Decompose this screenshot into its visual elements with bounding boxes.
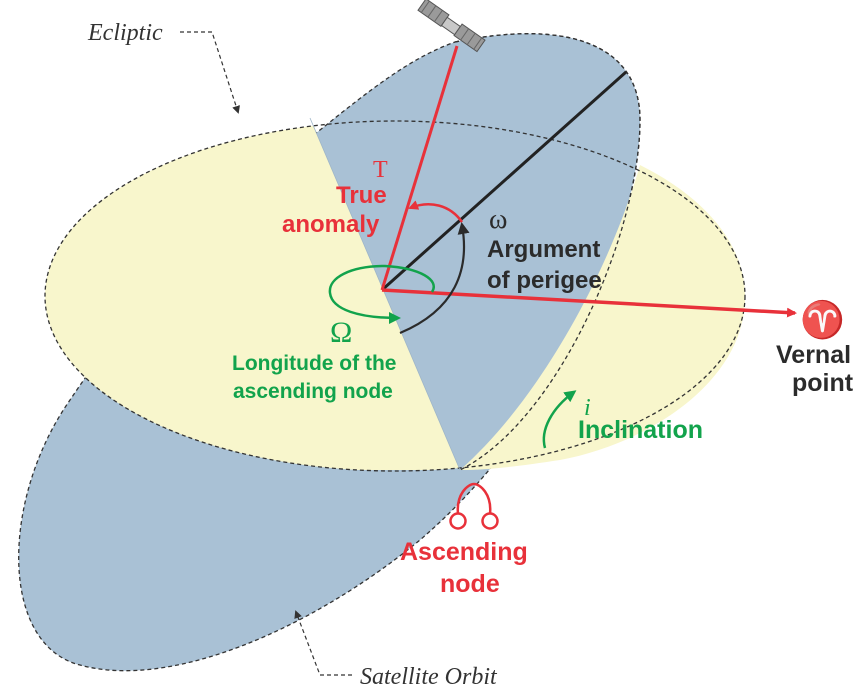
satellite-radius-vector — [380, 45, 459, 291]
true-anomaly-symbol: T — [373, 157, 388, 183]
argument-of-perigee-symbol: ω — [489, 204, 507, 235]
argument-of-perigee-label-line2: of perigee — [487, 267, 602, 294]
argument-of-perigee-label-line1: Argument — [487, 236, 600, 263]
ecliptic-outline — [44, 120, 746, 472]
satellite-orbit-label: Satellite Orbit — [360, 664, 498, 685]
ecliptic-label: Ecliptic — [87, 20, 163, 46]
true-anomaly-arc — [408, 200, 464, 223]
ascending-node-icon — [449, 482, 499, 530]
satellite-orbit-pointer — [294, 610, 352, 676]
true-anomaly-label-line2: anomaly — [282, 211, 380, 238]
longitude-asc-node-symbol: Ω — [330, 316, 352, 349]
ascending-node-label-line2: node — [440, 570, 500, 598]
ascending-node-label-line1: Ascending — [400, 538, 528, 566]
vernal-point-label-line2: point — [792, 369, 854, 397]
longitude-asc-node-label-line1: Longitude of the — [232, 352, 396, 375]
longitude-asc-node-label-line2: ascending node — [233, 380, 393, 403]
inclination-arc — [542, 390, 577, 449]
satellite-icon — [417, 0, 486, 53]
line-of-nodes — [309, 117, 461, 471]
inclination-symbol: i — [584, 395, 591, 421]
vernal-point-label-line1: Vernal — [776, 341, 851, 369]
ecliptic-plane-right — [460, 165, 746, 470]
argument-of-perigee-arc — [399, 222, 470, 335]
vernal-point-symbol: ♈ — [800, 299, 845, 340]
inclination-label: Inclination — [578, 416, 703, 444]
perigee-line — [381, 70, 627, 292]
longitude-asc-node-arc — [328, 264, 435, 324]
true-anomaly-label-line1: True — [336, 182, 387, 209]
ecliptic-pointer — [180, 31, 240, 114]
